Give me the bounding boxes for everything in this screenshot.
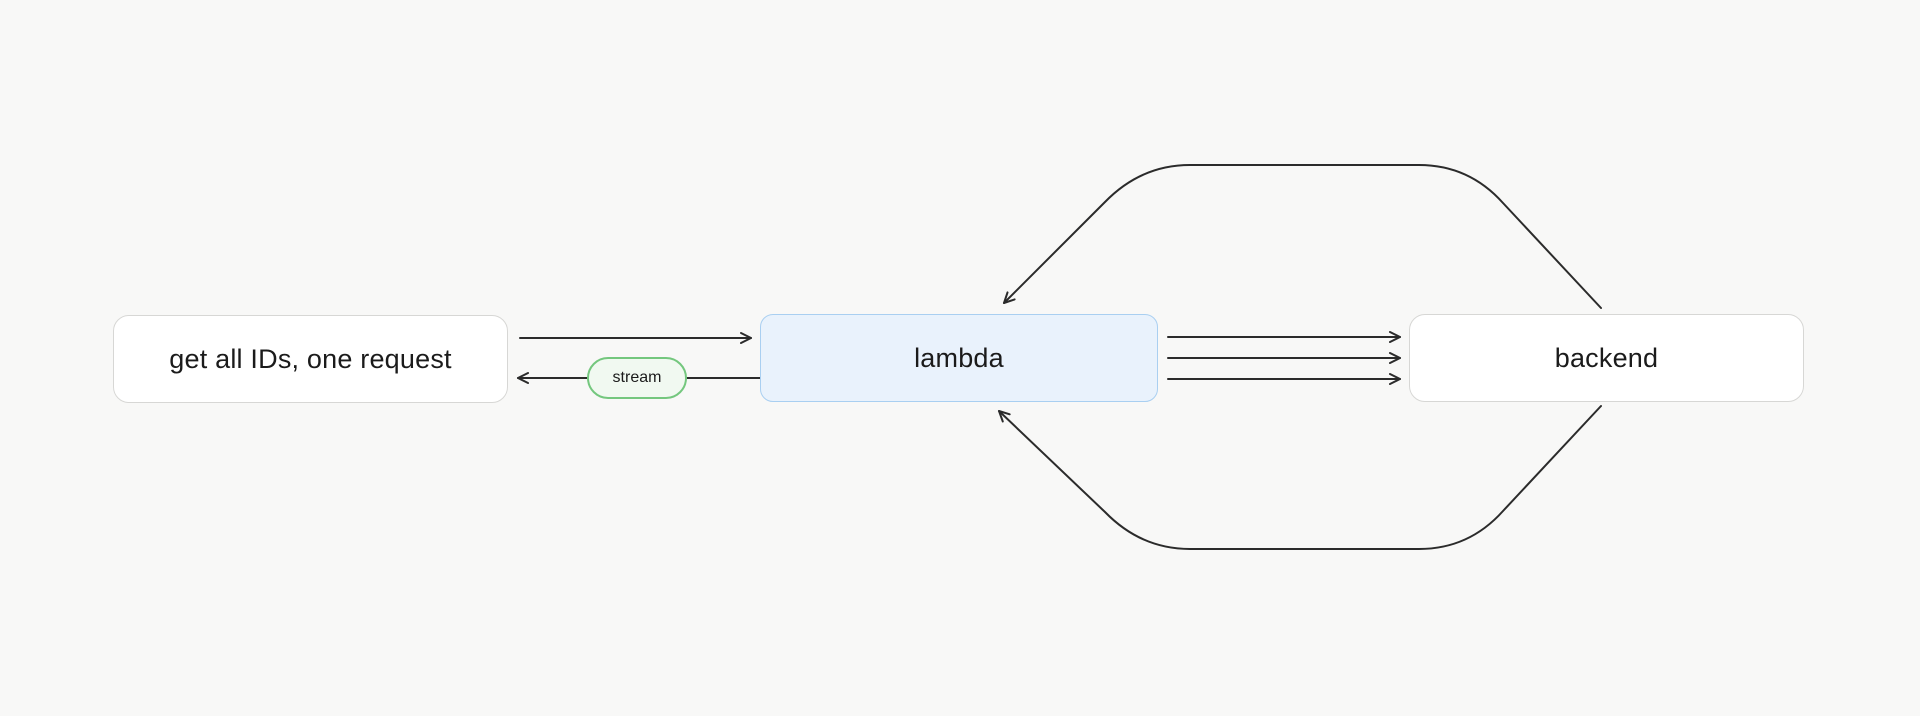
node-backend-label: backend	[1554, 342, 1659, 373]
stream-badge-label: stream	[612, 369, 662, 386]
node-client: get all IDs, one request	[113, 315, 508, 403]
node-lambda: lambda	[760, 314, 1158, 402]
node-client-label: get all IDs, one request	[169, 343, 452, 374]
node-backend: backend	[1409, 314, 1804, 402]
edge-backend-to-lambda-bottom-loop	[998, 405, 1602, 550]
stream-badge: stream	[587, 357, 687, 399]
edge-backend-to-lambda-top-loop	[1003, 164, 1602, 309]
node-lambda-label: lambda	[914, 342, 1004, 373]
